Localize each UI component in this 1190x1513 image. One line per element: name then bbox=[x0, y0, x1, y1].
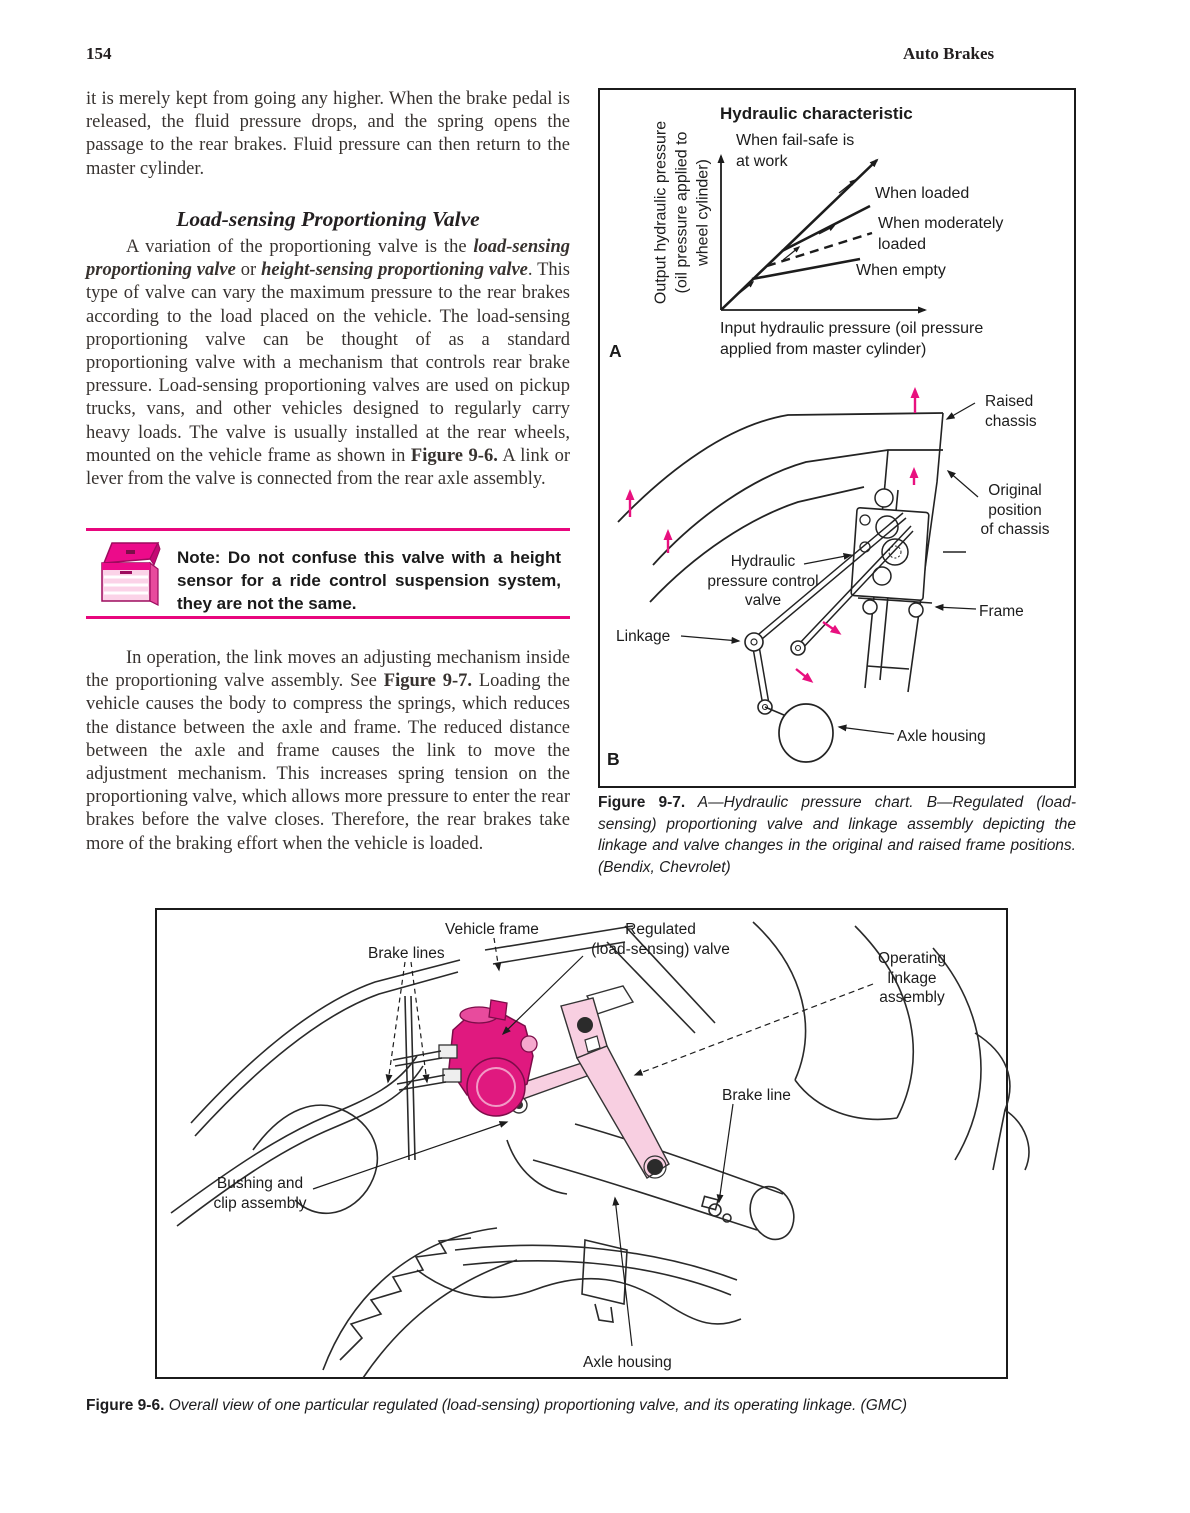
leader-operating-linkage bbox=[633, 983, 874, 1076]
series-label-fail-safe: When fail-safe is at work bbox=[736, 132, 855, 170]
page-number: 154 bbox=[86, 44, 112, 63]
axle-housing-art bbox=[778, 703, 834, 763]
leader-axle-housing bbox=[837, 724, 895, 735]
toolbox-icon bbox=[101, 541, 161, 606]
regulated-valve-art bbox=[392, 999, 602, 1117]
panel-a-letter: A bbox=[609, 341, 622, 361]
body-paragraph-1: it is merely kept from going any higher.… bbox=[86, 89, 570, 179]
chart-x-axis-label: Input hydraulic pressure (oil pressure a… bbox=[720, 320, 984, 358]
figure-9-6-caption: Figure 9-6. Overall view of one particul… bbox=[86, 1397, 908, 1414]
section-heading: Load-sensing Proportioning Valve bbox=[176, 207, 480, 231]
chassis-curve-lower bbox=[649, 486, 865, 603]
leader-original-position bbox=[946, 470, 979, 498]
body-paragraph-3: In operation, the link moves an adjustin… bbox=[86, 648, 570, 854]
label-linkage: Linkage bbox=[616, 628, 671, 645]
underbody-line-art bbox=[170, 921, 1030, 1379]
label-bushing-clip: Bushing and clip assembly bbox=[213, 1175, 307, 1212]
note-rule-top bbox=[86, 528, 570, 531]
leader-bushing-clip bbox=[312, 1121, 509, 1190]
note-rule-bottom bbox=[86, 616, 570, 619]
valve-installation-diagram bbox=[170, 921, 1030, 1379]
series-label-when-moderately-loaded: When moderately loaded bbox=[878, 215, 1004, 253]
body-paragraph-2: A variation of the proportioning valve i… bbox=[86, 237, 571, 490]
hydraulic-chart bbox=[717, 154, 927, 314]
leader-brake-lines-2 bbox=[410, 961, 430, 1084]
figure-9-6-reference: Figure 9-6. bbox=[410, 445, 498, 466]
leader-raised-chassis bbox=[945, 402, 976, 420]
line-when-empty bbox=[751, 257, 861, 281]
series-label-when-empty: When empty bbox=[856, 262, 946, 279]
series-label-when-loaded: When loaded bbox=[875, 185, 970, 202]
label-vehicle-frame: Vehicle frame bbox=[445, 921, 539, 938]
term-load-sensing: load-sensing proportioning valve bbox=[86, 237, 570, 281]
label-pressure-control-valve: Hydraulic pressure control valve bbox=[707, 553, 819, 609]
label-raised-chassis: Raised chassis bbox=[985, 393, 1037, 430]
leader-frame bbox=[934, 603, 977, 611]
label-brake-lines: Brake lines bbox=[368, 945, 445, 962]
label-original-position: Original position of chassis bbox=[980, 482, 1050, 538]
figure-9-7-box bbox=[598, 88, 1076, 788]
chassis-curve-raised bbox=[617, 412, 944, 523]
label-regulated-valve: Regulated (load-sensing) valve bbox=[591, 921, 730, 958]
figure-9-7-reference: Figure 9-7. bbox=[383, 671, 472, 692]
label-brake-line: Brake line bbox=[722, 1087, 791, 1104]
flow-arrow bbox=[838, 179, 857, 194]
label-axle-housing-96: Axle housing bbox=[583, 1354, 672, 1371]
line-when-moderately-loaded bbox=[766, 231, 873, 268]
linkage-diagram bbox=[617, 387, 979, 763]
chart-title: Hydraulic characteristic bbox=[720, 104, 913, 123]
chassis-curve-original bbox=[652, 449, 943, 566]
panel-b-letter: B bbox=[607, 749, 620, 769]
leader-brake-lines-1 bbox=[385, 961, 406, 1084]
flow-arrow bbox=[782, 246, 801, 261]
line-when-loaded bbox=[781, 204, 871, 253]
linkage-art bbox=[744, 512, 914, 719]
leader-axle-housing-96 bbox=[612, 1196, 633, 1347]
leader-pressure-valve bbox=[803, 552, 853, 565]
note-text: Note: Do not confuse this valve with a h… bbox=[177, 548, 561, 613]
motion-arrows bbox=[625, 387, 920, 683]
figure-9-6-box bbox=[155, 908, 1008, 1379]
running-header-title: Auto Brakes bbox=[903, 44, 995, 63]
flow-arrow bbox=[818, 225, 836, 235]
label-operating-linkage: Operating linkage assembly bbox=[877, 950, 947, 1006]
label-frame: Frame bbox=[979, 603, 1024, 620]
chart-y-axis-label: Output hydraulic pressure (oil pressure … bbox=[652, 120, 712, 305]
leader-brake-line bbox=[716, 1103, 734, 1204]
leader-regulated-valve bbox=[501, 955, 584, 1036]
leader-linkage bbox=[680, 635, 741, 644]
line-fail-safe bbox=[720, 158, 879, 311]
label-axle-housing-97: Axle housing bbox=[897, 728, 986, 745]
term-height-sensing: height-sensing proportioning valve bbox=[261, 260, 528, 281]
leader-vehicle-frame bbox=[493, 937, 502, 972]
flow-arrow bbox=[736, 281, 755, 296]
figure-9-7-caption: Figure 9-7. A—Hydraulic pressure chart. … bbox=[598, 794, 1076, 876]
operating-linkage-art bbox=[560, 985, 670, 1179]
